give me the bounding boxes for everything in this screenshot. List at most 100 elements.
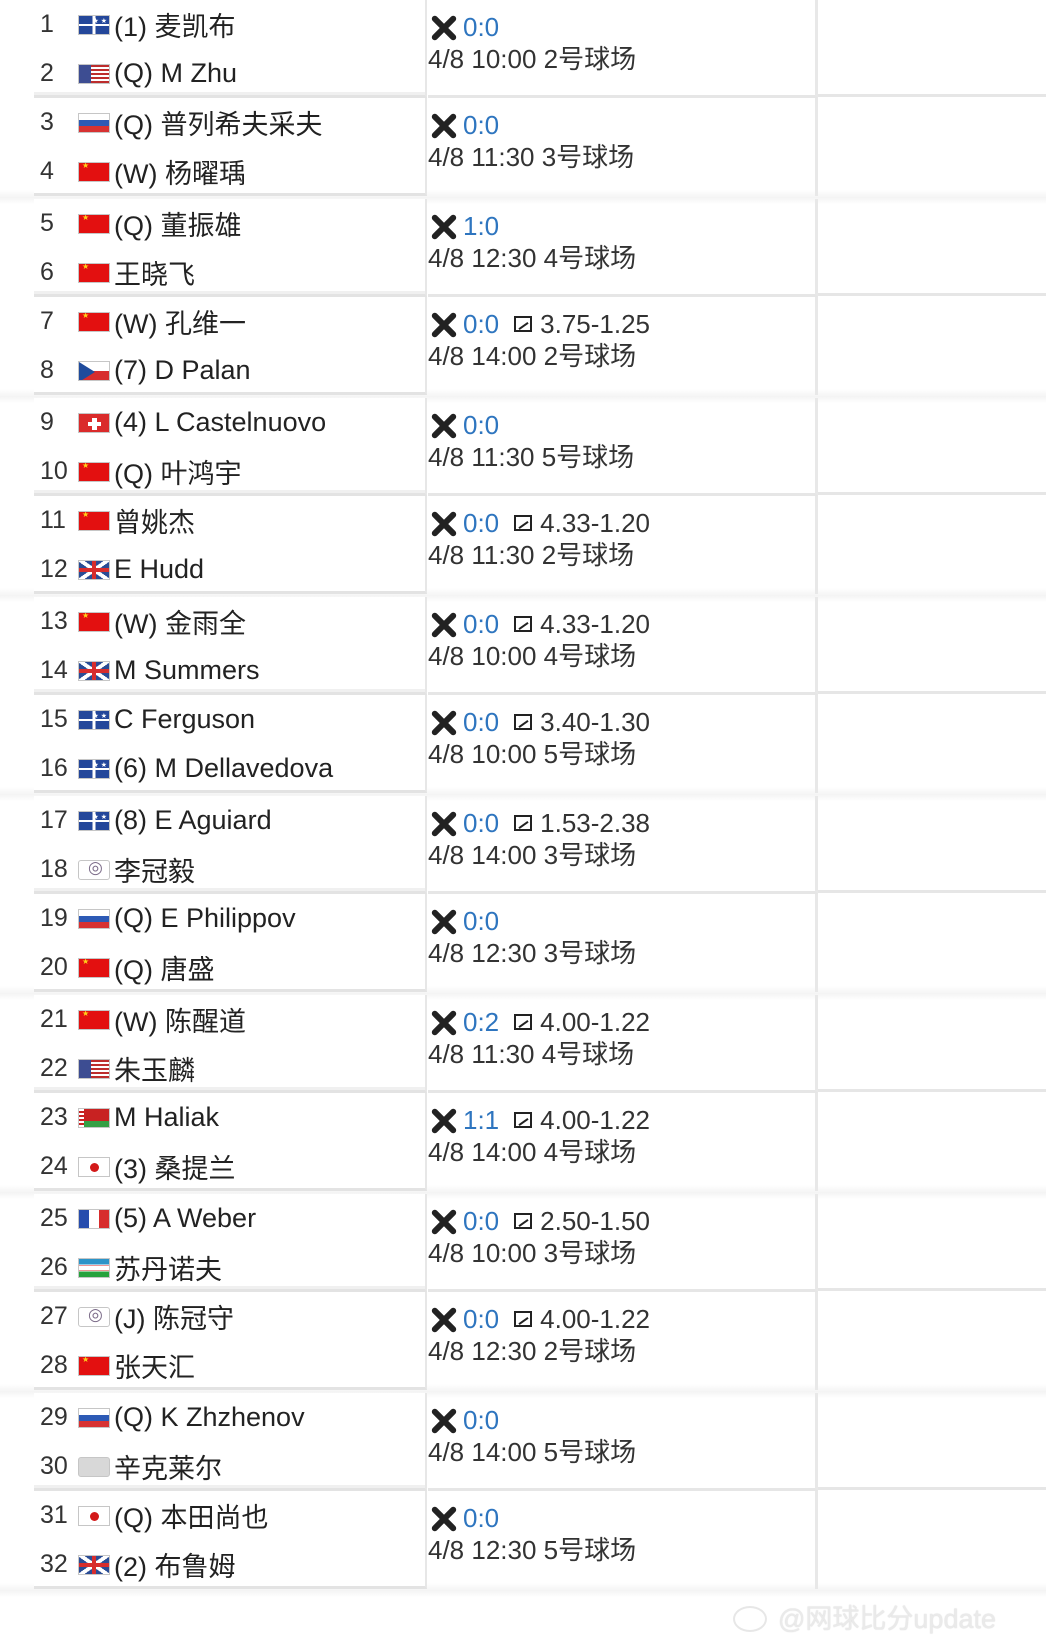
match-score[interactable]: 0:0 — [463, 706, 500, 737]
player-number: 24 — [40, 1152, 68, 1180]
player-name: 朱玉麟 — [114, 1056, 195, 1086]
bracket-connector — [818, 1487, 1046, 1490]
unknown-flag-icon — [78, 1456, 110, 1477]
player-row[interactable]: 7(W) 孔维一 — [34, 297, 427, 346]
player-number: 10 — [40, 457, 68, 485]
by-flag-icon — [78, 1107, 110, 1128]
watermark: @网球比分update — [733, 1597, 996, 1636]
match-score[interactable]: 0:0 — [463, 109, 500, 140]
player-row[interactable]: 16(6) M Dellavedova — [34, 744, 427, 793]
match-score[interactable]: 0:0 — [463, 905, 500, 936]
player-row[interactable]: 9(4) L Castelnuovo — [34, 398, 427, 447]
player-number: 13 — [40, 607, 68, 635]
au-flag-icon — [78, 758, 110, 779]
score-line: 0:0 — [428, 1403, 499, 1437]
match-time-court: 4/8 14:00 4号球场 — [428, 1137, 637, 1167]
player-row[interactable]: 28张天汇 — [34, 1341, 427, 1390]
trend-chart-icon — [514, 1311, 533, 1327]
match-score[interactable]: 0:0 — [463, 1404, 500, 1435]
player-row[interactable]: 5(Q) 董振雄 — [34, 199, 427, 248]
match-time-court: 4/8 12:30 2号球场 — [428, 1336, 637, 1366]
player-row[interactable]: 13(W) 金雨全 — [34, 597, 427, 646]
match-time-court: 4/8 12:30 4号球场 — [428, 243, 637, 273]
match-score[interactable]: 0:0 — [463, 807, 500, 838]
crossed-rackets-icon — [428, 1007, 458, 1037]
match-score[interactable]: 0:0 — [463, 1502, 500, 1533]
player-row[interactable]: 8(7) D Palan — [34, 346, 427, 395]
match-score[interactable]: 0:0 — [463, 1303, 500, 1334]
match-score[interactable]: 0:0 — [463, 11, 500, 42]
player-number: 31 — [40, 1501, 68, 1529]
match-time-court: 4/8 11:30 5号球场 — [428, 442, 635, 472]
bracket-connector — [818, 492, 1046, 495]
match-odds: 2.50-1.50 — [540, 1205, 651, 1236]
player-row[interactable]: 29(Q) K Zhzhenov — [34, 1393, 427, 1442]
player-row[interactable]: 4(W) 杨曜瑀 — [34, 147, 427, 196]
match-score[interactable]: 0:0 — [463, 507, 500, 538]
player-row[interactable]: 10(Q) 叶鸿宇 — [34, 447, 427, 496]
player-row[interactable]: 15C Ferguson — [34, 695, 427, 744]
match-score[interactable]: 0:0 — [463, 608, 500, 639]
trend-chart-icon — [514, 1014, 533, 1030]
fr-flag-icon — [78, 1208, 110, 1229]
player-row[interactable]: 1(1) 麦凯布 — [34, 0, 427, 49]
player-row[interactable]: 20(Q) 唐盛 — [34, 943, 427, 992]
player-row[interactable]: 17(8) E Aguiard — [34, 796, 427, 845]
trend-chart-icon — [514, 1213, 533, 1229]
match-score[interactable]: 1:0 — [463, 210, 500, 241]
match-score[interactable]: 0:2 — [463, 1006, 500, 1037]
player-row[interactable]: 21(W) 陈醒道 — [34, 995, 427, 1044]
player-row[interactable]: 3(Q) 普列希夫采夫 — [34, 98, 427, 147]
match-score[interactable]: 0:0 — [463, 1205, 500, 1236]
player-number: 7 — [40, 307, 54, 335]
player-row[interactable]: 18李冠毅 — [34, 845, 427, 894]
match-time-court: 4/8 14:00 2号球场 — [428, 341, 637, 371]
player-row[interactable]: 27(J) 陈冠守 — [34, 1292, 427, 1341]
match-score[interactable]: 1:1 — [463, 1104, 500, 1135]
player-name: M Haliak — [114, 1102, 220, 1132]
player-row[interactable]: 25(5) A Weber — [34, 1194, 427, 1243]
player-row[interactable]: 19(Q) E Philippov — [34, 894, 427, 943]
cn-flag-icon — [78, 510, 110, 531]
player-row[interactable]: 32(2) 布鲁姆 — [34, 1540, 427, 1589]
draw-section: 17(8) E Aguiard18李冠毅0:01.53-2.384/8 14:0… — [34, 796, 1046, 992]
player-row[interactable]: 11曾姚杰 — [34, 496, 427, 545]
player-row[interactable]: 2(Q) M Zhu — [34, 49, 427, 98]
player-row[interactable]: 6王晓飞 — [34, 248, 427, 297]
player-row[interactable]: 31(Q) 本田尚也 — [34, 1491, 427, 1540]
player-name: (Q) 唐盛 — [114, 955, 215, 985]
player-number: 4 — [40, 157, 54, 185]
player-row[interactable]: 24(3) 桑提兰 — [34, 1142, 427, 1191]
bracket-connector — [818, 890, 1046, 893]
match-score[interactable]: 0:0 — [463, 308, 500, 339]
player-name: (7) D Palan — [114, 355, 251, 385]
player-name: (2) 布鲁姆 — [114, 1552, 236, 1582]
match-score[interactable]: 0:0 — [463, 409, 500, 440]
